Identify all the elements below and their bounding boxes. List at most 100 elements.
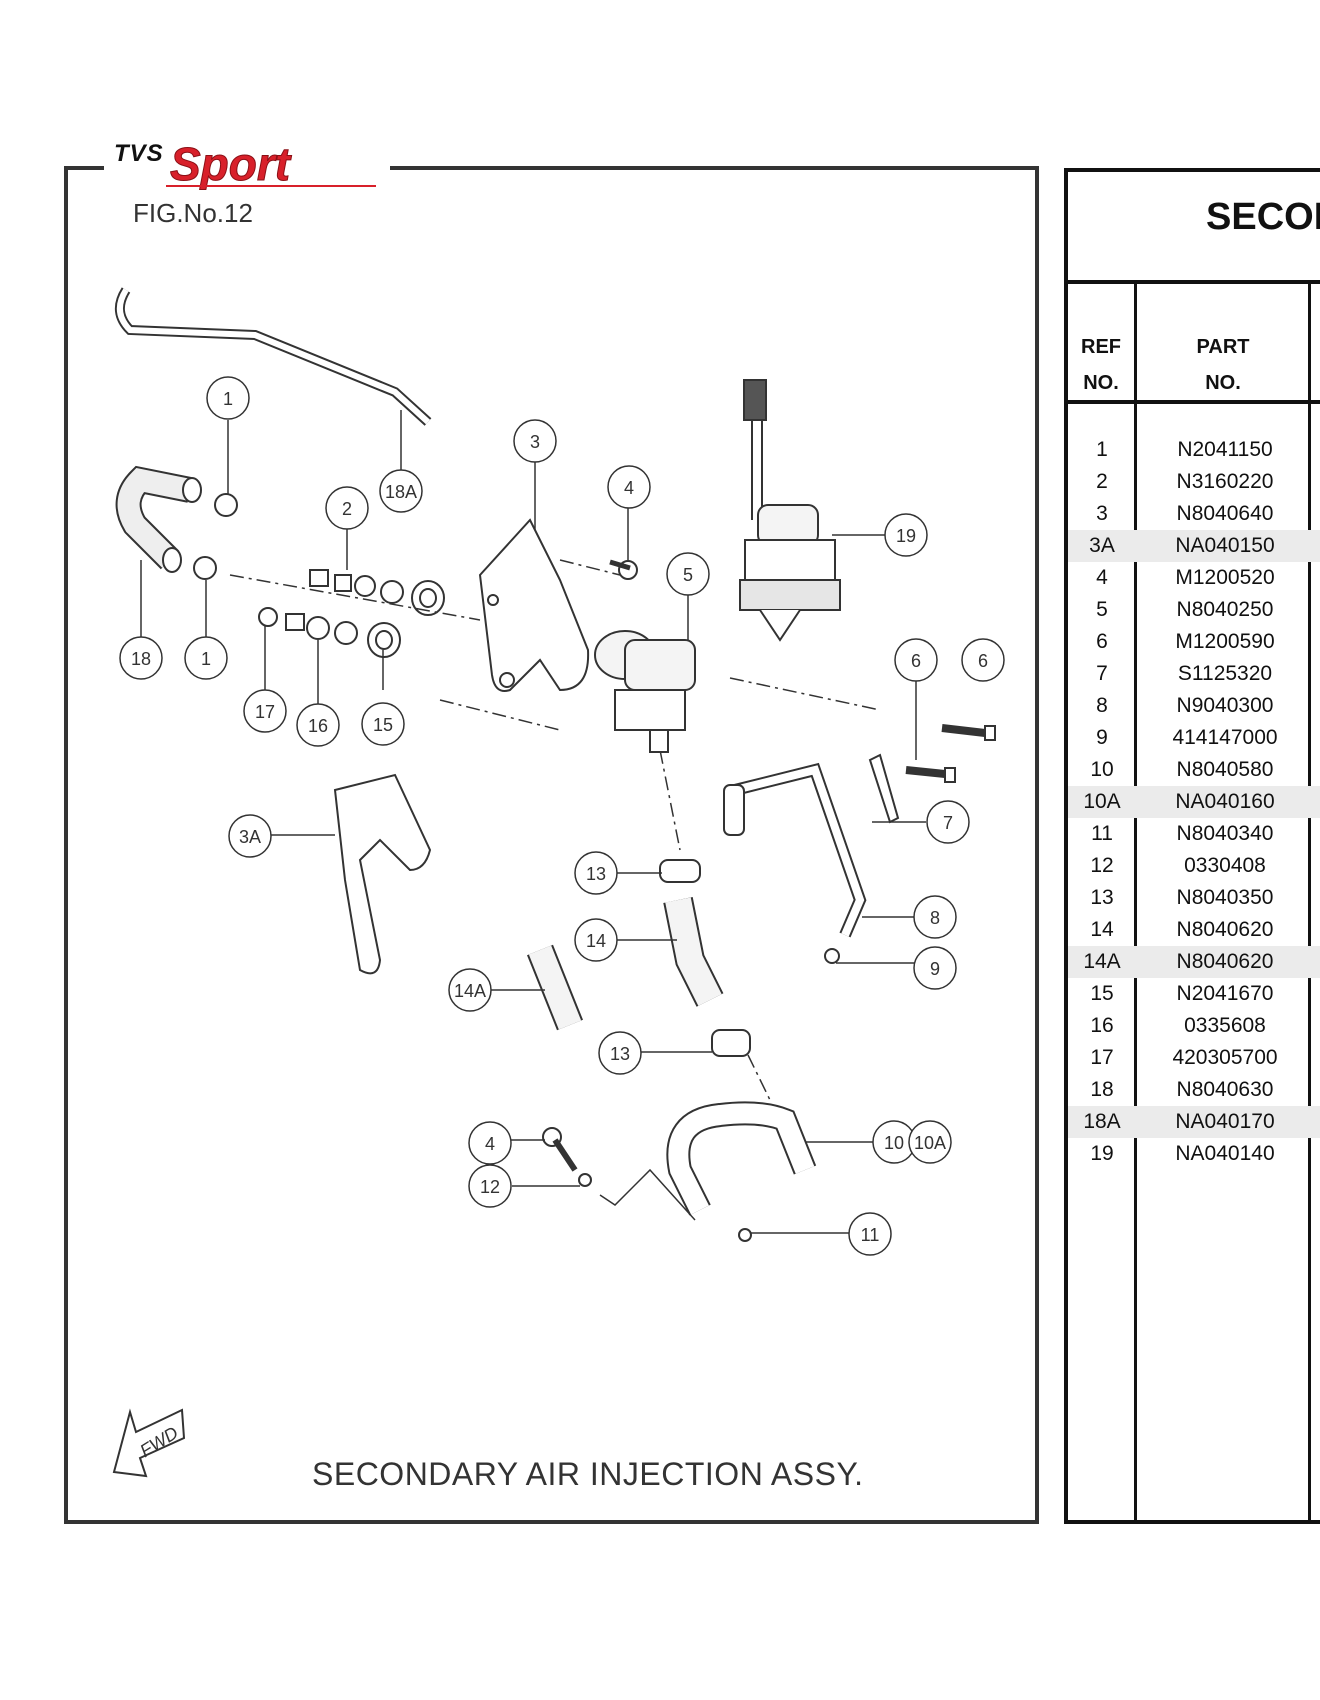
- callout-9: 9: [930, 959, 940, 979]
- table-row: 8 N9040300: [1068, 690, 1320, 722]
- callout-19: 19: [896, 526, 916, 546]
- callout-17: 17: [255, 702, 275, 722]
- table-divider-top: [1064, 280, 1320, 284]
- brand-prefix: TVS: [114, 140, 164, 167]
- table-title: SECON: [1206, 196, 1320, 238]
- part-no-cell: N9040300: [1176, 694, 1274, 717]
- ref-no-cell: 4: [1096, 566, 1108, 589]
- part-no-cell: NA040150: [1175, 534, 1275, 557]
- callout-14: 14: [586, 931, 606, 951]
- part-no-cell: 420305700: [1172, 1046, 1278, 1069]
- part-no-cell: N8040580: [1176, 758, 1274, 781]
- callout-8: 8: [930, 908, 940, 928]
- callout-3: 3: [530, 432, 540, 452]
- table-row: 11 N8040340: [1068, 818, 1320, 850]
- table-row: 2 N3160220: [1068, 466, 1320, 498]
- part-no-cell: 0330408: [1184, 854, 1266, 877]
- brand-logo: TVS Sport: [104, 136, 390, 192]
- part-no-cell: M1200520: [1175, 566, 1275, 589]
- callout-6a: 6: [911, 651, 921, 671]
- sport-logo-mark: Sport: [166, 138, 376, 191]
- header-ref-line1: REF: [1081, 336, 1121, 358]
- ref-no-cell: 16: [1090, 1014, 1114, 1037]
- ref-no-cell: 8: [1096, 694, 1108, 717]
- part-no-cell: N8040640: [1176, 502, 1274, 525]
- ref-no-cell: 3: [1096, 502, 1108, 525]
- part-no-cell: N2041670: [1176, 982, 1274, 1005]
- column-divider-part: [1308, 282, 1311, 1524]
- ref-no-cell: 3A: [1089, 534, 1115, 557]
- ref-no-cell: 5: [1096, 598, 1108, 621]
- callout-13a: 13: [586, 864, 606, 884]
- header-part-line2: NO.: [1205, 372, 1241, 394]
- part-no-cell: NA040160: [1175, 790, 1275, 813]
- part-hose-18: [115, 465, 202, 573]
- figure-frame: [64, 166, 1039, 1524]
- figure-number: FIG.No.12: [133, 198, 253, 228]
- ref-no-cell: 6: [1096, 630, 1108, 653]
- part-no-cell: N2041150: [1177, 438, 1273, 461]
- part-no-cell: N8040630: [1176, 1078, 1274, 1101]
- exploded-parts-diagram: 1 1 2 3 3A 4 4 5 6 6 7 8 9 10 10A 11 12 …: [115, 287, 1005, 1256]
- callout-3a: 3A: [239, 827, 261, 847]
- ref-no-cell: 2: [1096, 470, 1108, 493]
- table-row: 14 N8040620: [1068, 914, 1320, 946]
- table-row: 3A NA040150: [1068, 530, 1320, 562]
- ref-no-cell: 12: [1090, 854, 1114, 877]
- table-row: 15 N2041670: [1068, 978, 1320, 1010]
- callout-1b: 1: [201, 649, 211, 669]
- ref-no-cell: 1: [1096, 438, 1108, 461]
- table-row: 4 M1200520: [1068, 562, 1320, 594]
- callout-18a: 18A: [385, 482, 417, 502]
- callout-13b: 13: [610, 1044, 630, 1064]
- table-row: 1 N2041150: [1068, 434, 1320, 466]
- callout-18: 18: [131, 649, 151, 669]
- callout-10a: 10A: [914, 1133, 946, 1153]
- callout-15: 15: [373, 715, 393, 735]
- ref-no-cell: 10: [1090, 758, 1114, 781]
- callout-7: 7: [943, 813, 953, 833]
- part-no-cell: S1125320: [1177, 662, 1273, 685]
- callout-14a: 14A: [454, 981, 486, 1001]
- table-row: 7 S1125320: [1068, 658, 1320, 690]
- part-no-cell: 414147000: [1172, 726, 1278, 749]
- part-no-cell: N8040340: [1176, 822, 1274, 845]
- ref-no-cell: 17: [1090, 1046, 1114, 1069]
- ref-no-cell: 11: [1091, 822, 1113, 845]
- ref-no-cell: 15: [1090, 982, 1114, 1005]
- part-pipe-18a: [115, 287, 432, 426]
- callout-10: 10: [884, 1133, 904, 1153]
- callout-4b: 4: [485, 1134, 495, 1154]
- ref-no-cell: 14: [1090, 918, 1114, 941]
- callout-6b: 6: [978, 651, 988, 671]
- table-row: 3 N8040640: [1068, 498, 1320, 530]
- table-row: 17 420305700: [1068, 1042, 1320, 1074]
- table-divider-header: [1064, 400, 1320, 404]
- header-part-line1: PART: [1196, 336, 1250, 358]
- callout-bubbles: 1 1 2 3 3A 4 4 5 6 6 7 8 9 10 10A 11 12 …: [119, 376, 1005, 1256]
- part-no-cell: N3160220: [1176, 470, 1274, 493]
- parts-table-frame: [1064, 168, 1320, 1524]
- part-no-cell: N8040620: [1176, 918, 1274, 941]
- callout-11: 11: [861, 1225, 880, 1245]
- figure-caption: SECONDARY AIR INJECTION ASSY.: [312, 1456, 864, 1492]
- callout-12: 12: [480, 1177, 500, 1197]
- ref-no-cell: 14A: [1083, 950, 1121, 973]
- fwd-arrow-icon: FWD: [112, 1408, 186, 1478]
- callout-5: 5: [683, 565, 693, 585]
- callout-1a: 1: [223, 389, 233, 409]
- column-divider-ref: [1134, 282, 1137, 1524]
- table-row: 10 N8040580: [1068, 754, 1320, 786]
- brand-name: Sport: [170, 138, 292, 190]
- ref-no-cell: 7: [1096, 662, 1108, 685]
- part-no-cell: N8040250: [1176, 598, 1274, 621]
